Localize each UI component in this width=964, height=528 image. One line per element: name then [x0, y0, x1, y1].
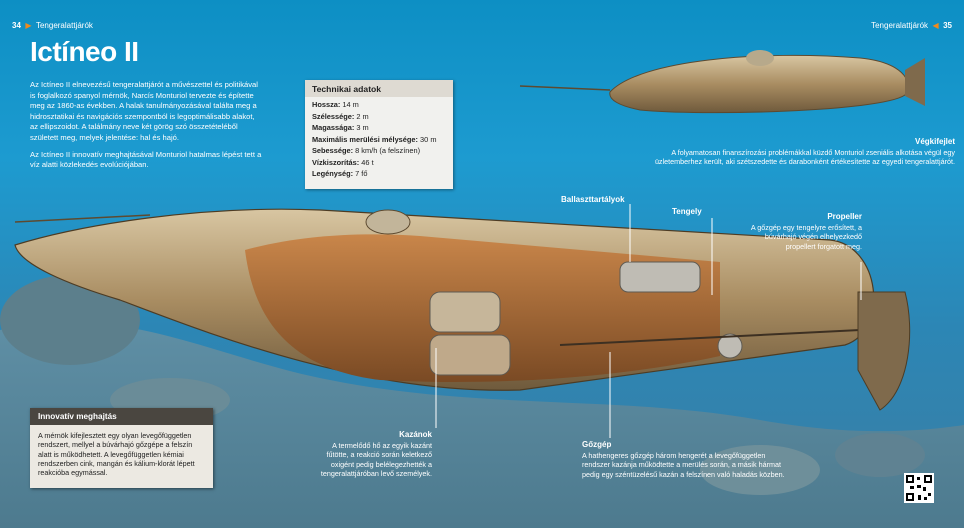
kazanok-label: Kazánok — [399, 430, 432, 439]
vegkifejlet-callout: Végkifejlet A folyamatosan finanszírozás… — [640, 137, 955, 167]
technical-data-value: 14 m — [340, 100, 359, 109]
ictineo-exterior-illustration — [519, 50, 925, 114]
propeller-text: A gőzgép egy tengelyre erősített, a búvá… — [750, 223, 862, 251]
ictineo-cutaway-illustration — [14, 208, 911, 411]
technical-data-value: 46 t — [359, 157, 374, 167]
propeller-callout: Propeller A gőzgép egy tengelyre erősíte… — [735, 212, 862, 251]
tengely-label: Tengely — [672, 207, 702, 216]
intro-text: Az Ictíneo II elnevezésű tengeralattjáró… — [30, 80, 262, 177]
ballaszt-label: Ballaszttartályok — [561, 195, 625, 204]
technical-data-value: 7 fő — [353, 169, 368, 178]
technical-data-value: 8 km/h (a felszínen) — [353, 146, 421, 155]
innovative-propulsion-box: Innovatív meghajtás A mérnök kifejleszte… — [30, 408, 213, 488]
right-page-number: 35 — [943, 21, 952, 30]
qr-code-icon — [906, 475, 932, 501]
technical-data-value: 2 m — [354, 111, 369, 121]
right-section-title: Tengeralattjárók — [871, 21, 929, 30]
technical-data-row: Sebessége: 8 km/h (a felszínen) — [312, 145, 446, 157]
innovative-propulsion-title: Innovatív meghajtás — [30, 408, 213, 425]
technical-data-row: Hossza: 14 m — [312, 99, 446, 111]
technical-data-key: Sebessége: — [312, 146, 354, 155]
page-title: Ictíneo II — [30, 36, 139, 67]
technical-data-row: Maximális merülési mélysége: 30 m — [312, 134, 446, 146]
innovative-propulsion-text: A mérnök kifejlesztett egy olyan levegőf… — [38, 431, 195, 478]
vegkifejlet-text: A folyamatosan finanszírozási problémákk… — [654, 148, 955, 167]
gozgep-label: Gőzgép — [582, 440, 612, 449]
technical-data-key: Magassága: — [312, 123, 355, 132]
technical-data-key: Szélessége: — [312, 111, 355, 121]
technical-data-row: Legénység: 7 fő — [312, 168, 446, 180]
left-page-number: 34 — [12, 21, 21, 30]
kazanok-callout: Kazánok A termelődő hő az egyik kazánt f… — [310, 430, 432, 478]
technical-data-key: Vízkiszorítás: — [312, 157, 360, 167]
left-section-title: Tengeralattjárók — [35, 21, 93, 30]
propeller-label: Propeller — [827, 212, 862, 221]
qr-code[interactable] — [904, 473, 934, 503]
technical-data-value: 3 m — [354, 123, 369, 132]
technical-data-row: Magassága: 3 m — [312, 122, 446, 134]
technical-data-value: 30 m — [418, 134, 437, 144]
left-page-header: 34 ▶ Tengeralattjárók — [12, 15, 93, 33]
technical-data-row: Vízkiszorítás: 46 t — [312, 157, 446, 169]
technical-data-key: Hossza: — [312, 100, 341, 109]
triangle-right-icon: ▶ — [25, 21, 32, 30]
technical-data-key: Maximális merülési mélysége: — [312, 134, 418, 144]
intro-paragraph-2: Az Ictíneo II innovatív meghajtásával Mo… — [30, 149, 262, 170]
gozgep-callout: Gőzgép A hathengeres gőzgép három henger… — [582, 440, 792, 479]
right-page-header: Tengeralattjárók ◀ 35 — [871, 15, 952, 33]
vegkifejlet-label: Végkifejlet — [914, 137, 955, 146]
technical-data-row: Szélessége: 2 m — [312, 111, 446, 123]
technical-data-title: Technikai adatok — [305, 80, 453, 97]
gozgep-text: A hathengeres gőzgép három hengerét a le… — [582, 451, 785, 479]
triangle-left-icon: ◀ — [932, 21, 939, 30]
intro-paragraph-1: Az Ictíneo II elnevezésű tengeralattjáró… — [30, 80, 258, 142]
kazanok-text: A termelődő hő az egyik kazánt fűtötte, … — [320, 441, 432, 478]
technical-data-key: Legénység: — [312, 169, 354, 178]
